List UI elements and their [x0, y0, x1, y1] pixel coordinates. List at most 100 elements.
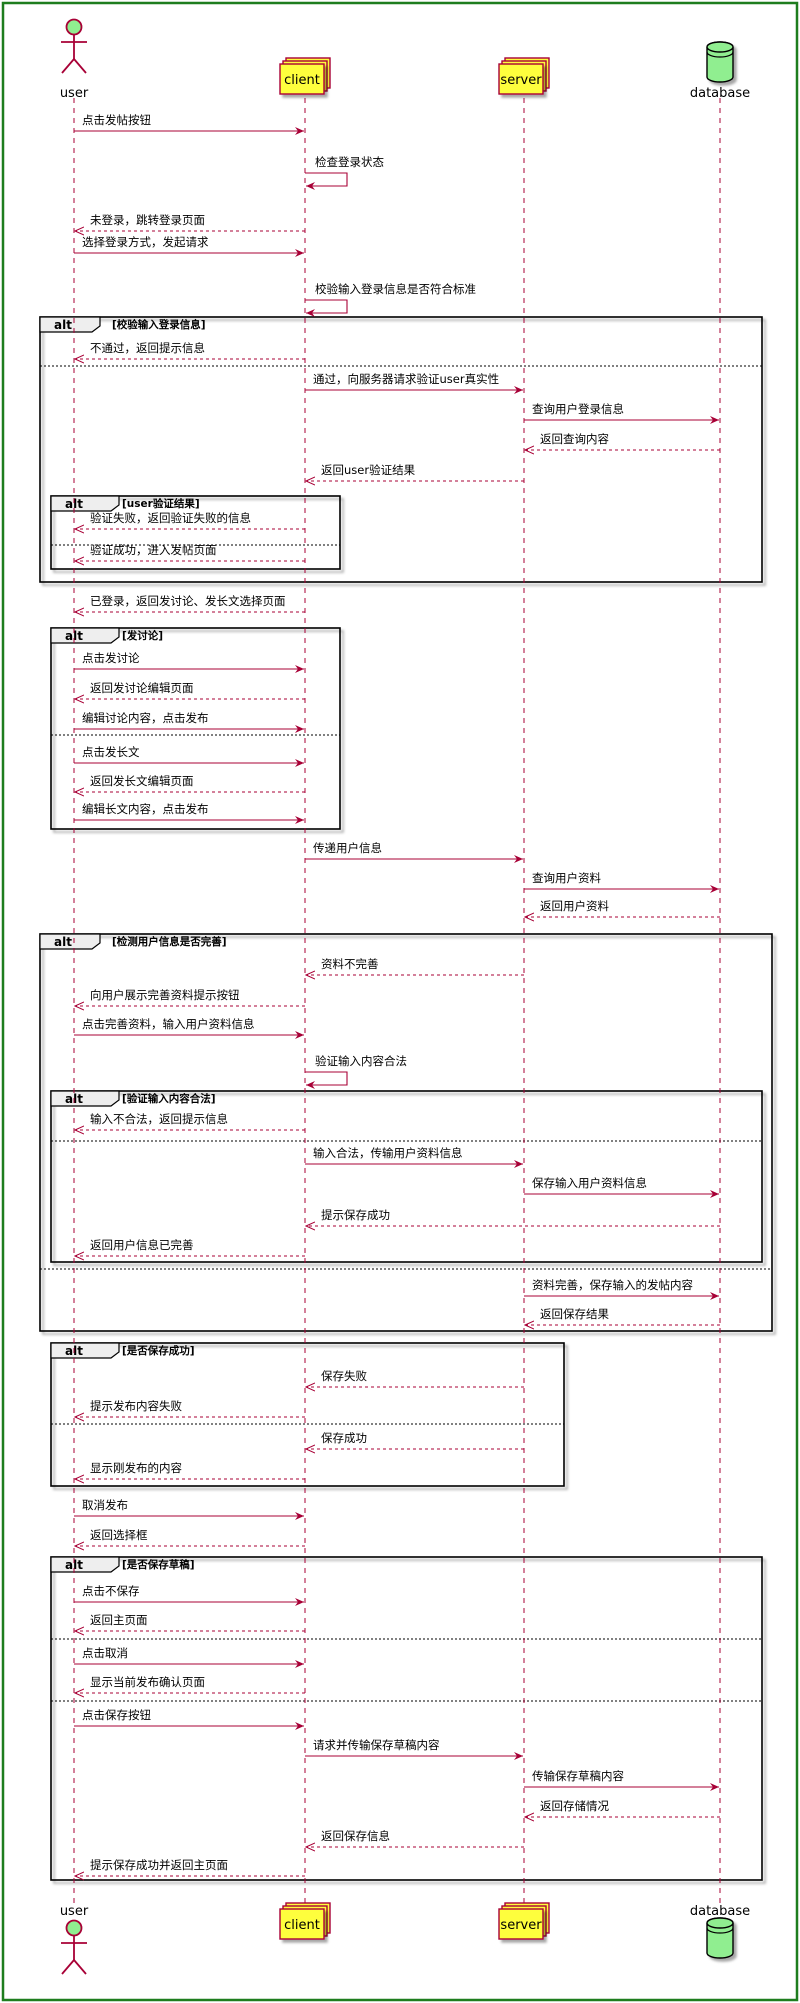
- participant-user: user: [60, 18, 89, 101]
- alt-fragment: alt[检测用户信息是否完善]: [39, 933, 773, 1332]
- message-label: 显示当前发布确认页面: [90, 1675, 205, 1689]
- participant-database: database: [690, 1904, 750, 1959]
- message: 点击发帖按钮: [74, 113, 304, 135]
- message-label: 编辑长文内容，点击发布: [82, 802, 209, 816]
- message-label: 通过，向服务器请求验证user真实性: [313, 372, 499, 386]
- message-label: 向用户展示完善资料提示按钮: [90, 988, 240, 1002]
- message-label: 查询用户资料: [532, 871, 601, 885]
- fragment-guard: [是否保存成功]: [122, 1344, 195, 1357]
- message: 返回查询内容: [525, 432, 720, 450]
- message: 取消发布: [74, 1498, 304, 1520]
- message-label: 返回存储情况: [540, 1799, 609, 1813]
- message: 返回发讨论编辑页面: [75, 681, 305, 699]
- participant-label: database: [690, 86, 750, 101]
- message-label: 保存输入用户资料信息: [532, 1176, 647, 1190]
- database-icon: [706, 41, 734, 83]
- message-label: 编辑讨论内容，点击发布: [82, 711, 209, 725]
- alt-fragment: alt[user验证结果]: [50, 495, 341, 570]
- message: 返回保存结果: [525, 1307, 720, 1325]
- message: 输入不合法，返回提示信息: [75, 1112, 305, 1130]
- message: 不通过，返回提示信息: [75, 341, 305, 359]
- message-label: 传输保存草稿内容: [532, 1769, 624, 1783]
- message: 向用户展示完善资料提示按钮: [75, 988, 305, 1006]
- message-label: 点击发帖按钮: [82, 113, 151, 127]
- fragment-label-box: [50, 1556, 120, 1573]
- participant-label: client: [284, 1918, 320, 1933]
- alt-fragment: alt[是否保存成功]: [50, 1342, 565, 1487]
- alt-fragment: alt [校验输入登录信息]: [39, 316, 763, 583]
- message-label: 提示保存成功: [321, 1208, 390, 1222]
- fragment-keyword: alt: [54, 935, 72, 949]
- message-label: 选择登录方式，发起请求: [82, 235, 209, 249]
- fragment-label-box: [39, 316, 101, 333]
- message-label: 点击发讨论: [82, 651, 140, 665]
- participant-label: server: [500, 1918, 542, 1933]
- message-label: 保存失败: [321, 1369, 367, 1383]
- message-label: 返回保存结果: [540, 1307, 609, 1321]
- message: 保存输入用户资料信息: [524, 1176, 719, 1198]
- message: 输入合法，传输用户资料信息: [305, 1146, 523, 1168]
- message: 点击取消: [74, 1646, 304, 1668]
- message: 验证成功，进入发帖页面: [75, 543, 305, 561]
- message-label: 保存成功: [321, 1431, 367, 1445]
- message: 返回保存信息: [306, 1829, 524, 1847]
- fragment-guard: [验证输入内容合法]: [122, 1092, 216, 1105]
- message: 点击发长文: [74, 745, 304, 767]
- message-label: 点击取消: [82, 1646, 128, 1660]
- message: 资料完善，保存输入的发帖内容: [524, 1278, 719, 1300]
- alt-fragment: alt[是否保存草稿]: [50, 1556, 763, 1881]
- message: 提示发布内容失败: [75, 1399, 305, 1417]
- fragment-guard: [user验证结果]: [122, 497, 200, 510]
- participant-user: user: [60, 1904, 89, 1975]
- message-label: 提示发布内容失败: [90, 1399, 182, 1413]
- message-label: 返回发长文编辑页面: [90, 774, 194, 788]
- message: 点击完善资料，输入用户资料信息: [74, 1017, 304, 1039]
- participant-label: database: [690, 1904, 750, 1919]
- message-label: 资料完善，保存输入的发帖内容: [532, 1278, 693, 1292]
- participant-label: client: [284, 73, 320, 88]
- participant-server: server: [498, 57, 550, 95]
- self-message-arrow: [305, 299, 348, 317]
- message: 选择登录方式，发起请求: [74, 235, 304, 257]
- database-icon: [706, 1917, 734, 1959]
- actor-icon: [61, 18, 87, 74]
- fragment-keyword: alt: [54, 318, 72, 332]
- message: 返回存储情况: [525, 1799, 720, 1817]
- message-label: 显示刚发布的内容: [90, 1461, 182, 1475]
- fragment-keyword: alt: [65, 1558, 83, 1572]
- message-label: 点击发长文: [82, 745, 140, 759]
- message: 检查登录状态: [305, 155, 384, 190]
- message: 提示保存成功: [306, 1208, 720, 1226]
- message: 未登录，跳转登录页面: [75, 213, 305, 231]
- fragment-guard: [校验输入登录信息]: [112, 318, 206, 331]
- message: 显示刚发布的内容: [75, 1461, 305, 1479]
- message-label: 传递用户信息: [313, 841, 382, 855]
- fragment-label-box: [39, 933, 101, 950]
- participant-database: database: [690, 41, 750, 101]
- message: 返回用户资料: [525, 899, 720, 917]
- fragment-label-box: [50, 495, 120, 512]
- message-label: 返回用户信息已完善: [90, 1238, 194, 1252]
- message-label: 点击不保存: [82, 1584, 140, 1598]
- message-label: 返回选择框: [90, 1528, 148, 1542]
- message-label: 取消发布: [82, 1498, 128, 1512]
- message: 查询用户登录信息: [524, 402, 719, 424]
- participant-label: user: [60, 1904, 89, 1919]
- fragment-keyword: alt: [65, 629, 83, 643]
- participant-client: client: [279, 57, 331, 95]
- message: 返回主页面: [75, 1613, 305, 1631]
- fragment-label-box: [50, 627, 120, 644]
- message-label: 检查登录状态: [315, 155, 384, 169]
- message-label: 返回用户资料: [540, 899, 609, 913]
- message-label: 输入不合法，返回提示信息: [90, 1112, 228, 1126]
- message: 保存成功: [306, 1431, 524, 1449]
- message: 返回发长文编辑页面: [75, 774, 305, 792]
- message-label: 返回user验证结果: [321, 463, 416, 477]
- self-message-arrow: [305, 172, 348, 190]
- message-label: 返回保存信息: [321, 1829, 390, 1843]
- participant-server: server: [498, 1902, 550, 1940]
- message-label: 返回查询内容: [540, 432, 609, 446]
- message-label: 资料不完善: [321, 957, 379, 971]
